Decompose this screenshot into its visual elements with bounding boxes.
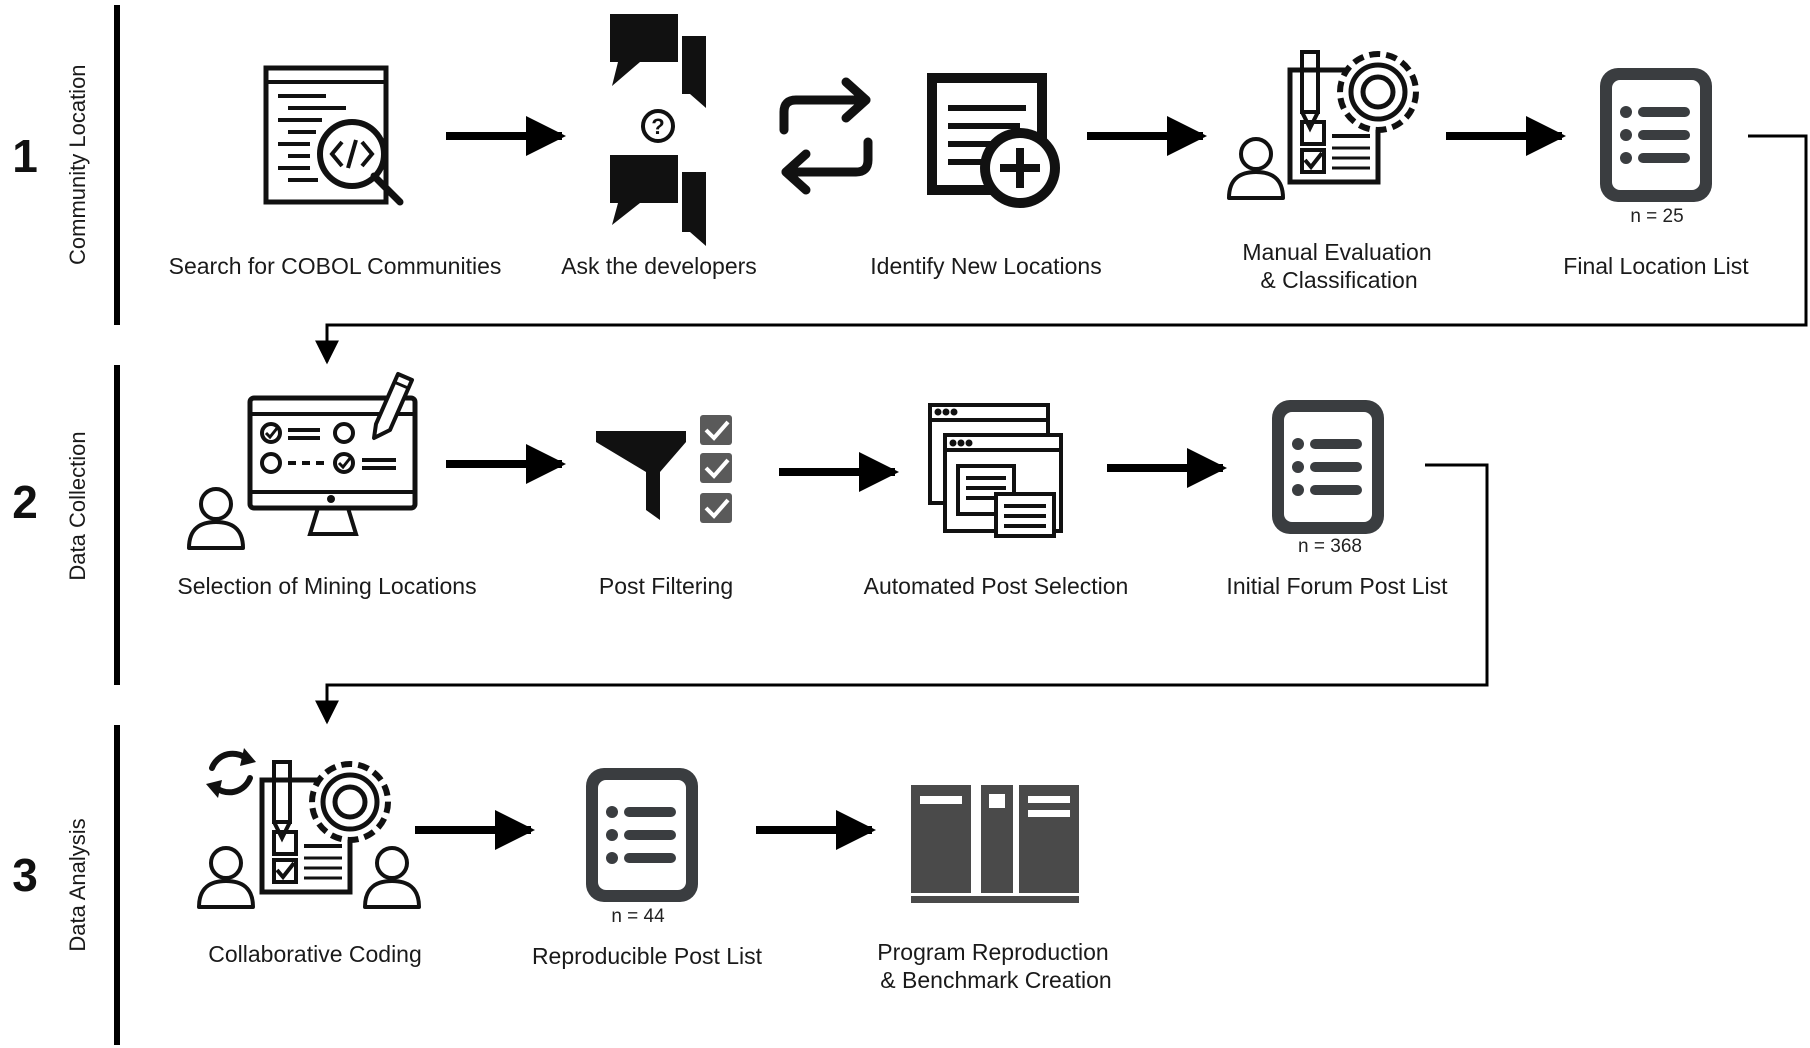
step-filtering-label: Post Filtering bbox=[598, 573, 734, 599]
phase-3-number: 3 bbox=[12, 849, 38, 901]
step-program-label-1: Program Reproduction bbox=[877, 939, 1109, 965]
list-icon-final bbox=[1600, 68, 1712, 202]
final-count: n = 25 bbox=[1630, 206, 1684, 227]
reproducible-count: n = 44 bbox=[611, 906, 665, 927]
step-reproducible-label: Reproducible Post List bbox=[531, 943, 763, 969]
step-manual-label-2: & Classification bbox=[1260, 267, 1418, 293]
collaborative-coding-icon bbox=[197, 748, 421, 909]
list-icon-reproducible bbox=[586, 768, 698, 902]
step-search-label: Search for COBOL Communities bbox=[168, 253, 502, 279]
flow-arrows bbox=[415, 116, 1566, 850]
server-rack-icon bbox=[911, 785, 1079, 903]
phase-2-number: 2 bbox=[12, 476, 38, 528]
evaluation-clipboard-icon bbox=[1227, 52, 1416, 200]
monitor-checklist-icon bbox=[187, 372, 418, 550]
step-final-label: Final Location List bbox=[1563, 253, 1749, 279]
list-icon-initial bbox=[1272, 400, 1384, 534]
step-ask-label: Ask the developers bbox=[561, 253, 757, 279]
phase-3-title: Data Analysis bbox=[65, 818, 90, 952]
phase-2-title: Data Collection bbox=[65, 431, 90, 581]
step-initial-label: Initial Forum Post List bbox=[1226, 573, 1448, 599]
chat-question-icon: ? bbox=[610, 14, 706, 246]
step-selection-label: Selection of Mining Locations bbox=[177, 573, 477, 599]
browser-windows-icon bbox=[928, 403, 1063, 538]
exchange-icon bbox=[779, 77, 873, 195]
initial-count: n = 368 bbox=[1298, 536, 1362, 557]
document-add-icon bbox=[927, 73, 1060, 208]
connector-row1-to-row2 bbox=[315, 134, 1808, 365]
step-coding-label: Collaborative Coding bbox=[208, 941, 422, 967]
phase-1-title: Community Location bbox=[65, 64, 90, 265]
connector-lines bbox=[315, 134, 1808, 725]
step-identify-label: Identify New Locations bbox=[870, 253, 1102, 279]
svg-text:?: ? bbox=[651, 114, 664, 139]
step-manual-label-1: Manual Evaluation bbox=[1242, 239, 1432, 265]
phase-1-number: 1 bbox=[12, 130, 38, 182]
step-program-label-2: & Benchmark Creation bbox=[880, 967, 1112, 993]
filter-icon bbox=[596, 415, 732, 523]
step-automated-label: Automated Post Selection bbox=[863, 573, 1129, 599]
connector-row2-to-row3 bbox=[315, 463, 1489, 725]
code-search-icon bbox=[263, 65, 404, 206]
